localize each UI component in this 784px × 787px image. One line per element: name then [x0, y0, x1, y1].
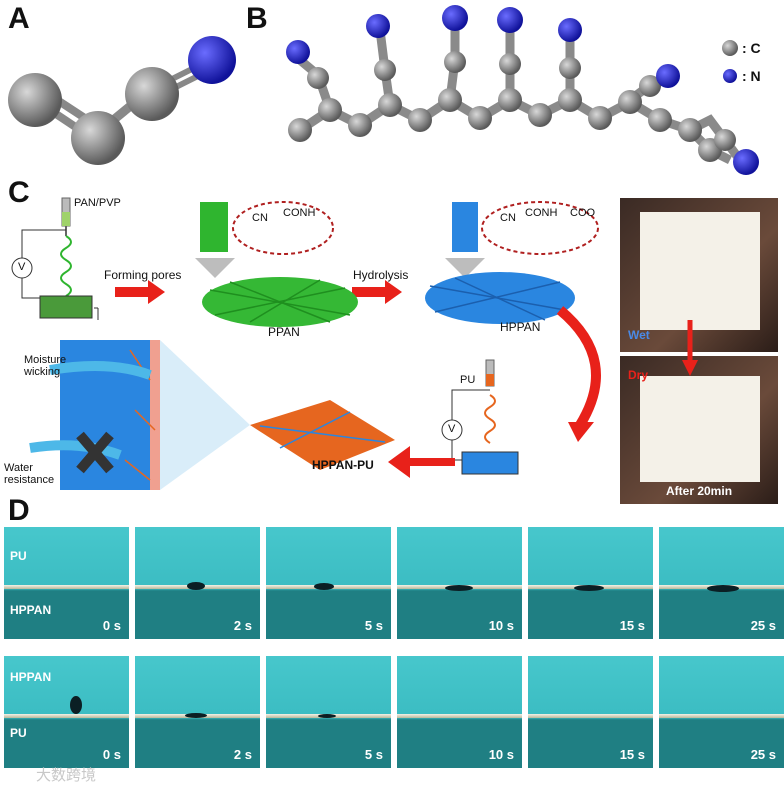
legend-carbon: : C — [742, 40, 761, 56]
membrane-line — [659, 714, 784, 718]
pu-label: PU — [460, 374, 475, 386]
droplet-frame: 15 s — [528, 656, 653, 768]
water-droplet — [187, 582, 205, 590]
hppan-label: HPPAN — [500, 320, 540, 334]
time-label: 5 s — [365, 747, 383, 762]
nitrogen-atom — [188, 36, 236, 84]
time-label: 5 s — [365, 618, 383, 633]
water-resistance-label: Water resistance — [4, 462, 54, 486]
droplet-frame: 5 s — [266, 527, 391, 639]
water-droplet — [707, 585, 739, 592]
water-droplet — [185, 713, 207, 718]
conh2-label: CONH — [525, 207, 557, 219]
droplet-frame: 5 s — [266, 656, 391, 768]
cn-label: CN — [500, 212, 516, 224]
legend-nitrogen: : N — [742, 68, 761, 84]
coo-label: COO — [570, 207, 595, 219]
carbon-atom — [8, 73, 62, 127]
membrane-line — [528, 714, 653, 718]
droplet-frame: 10 s — [397, 656, 522, 768]
hppan-pu-label: HPPAN-PU — [312, 458, 374, 472]
droplet-frame: 0 s PU HPPAN — [4, 527, 129, 639]
hydrolysis-label: Hydrolysis — [353, 268, 408, 282]
water-droplet — [70, 696, 82, 714]
top-layer-label: HPPAN — [10, 670, 51, 684]
droplet-frame: 25 s — [659, 527, 784, 639]
ppan-label: PPAN — [268, 325, 300, 339]
water-droplet — [314, 583, 334, 590]
carbon-atom — [125, 67, 179, 121]
watermark: 大数跨境 — [36, 764, 96, 785]
voltage-label: V — [448, 423, 455, 435]
membrane-line — [397, 714, 522, 718]
dry-label: Dry — [628, 368, 648, 382]
membrane-line — [4, 714, 129, 718]
moisture-wicking-label: Moisture wicking — [24, 354, 66, 378]
acrylonitrile-model — [0, 30, 250, 180]
voltage-label: V — [18, 261, 25, 273]
cn-label: CN — [252, 212, 268, 224]
time-label: 2 s — [234, 618, 252, 633]
time-label: 2 s — [234, 747, 252, 762]
fabrication-schematic — [0, 190, 615, 505]
droplet-frame: 10 s — [397, 527, 522, 639]
bottom-layer-label: PU — [10, 726, 27, 740]
water-droplet — [445, 585, 473, 591]
water-droplet — [574, 585, 604, 591]
droplet-frame: 25 s — [659, 656, 784, 768]
bottom-layer-label: HPPAN — [10, 603, 51, 617]
pan-pvp-label: PAN/PVP — [74, 197, 121, 209]
time-label: 25 s — [751, 747, 776, 762]
droplet-frame: 2 s — [135, 656, 260, 768]
water-droplet — [318, 714, 336, 718]
time-label: 0 s — [103, 618, 121, 633]
polyacrylonitrile-chain-model — [270, 0, 784, 190]
time-label: 0 s — [103, 747, 121, 762]
time-label: 15 s — [620, 618, 645, 633]
time-label: 10 s — [489, 618, 514, 633]
conh2-label: CONH — [283, 207, 315, 219]
forming-pores-label: Forming pores — [104, 268, 181, 282]
down-arrow-icon — [680, 320, 700, 380]
top-layer-label: PU — [10, 549, 27, 563]
time-label: 10 s — [489, 747, 514, 762]
time-label: 15 s — [620, 747, 645, 762]
membrane-line — [4, 585, 129, 589]
after-20min-label: After 20min — [666, 484, 732, 498]
droplet-frame: 2 s — [135, 527, 260, 639]
droplet-frame: 0 s HPPAN PU — [4, 656, 129, 768]
wet-label: Wet — [628, 328, 650, 342]
droplet-frame: 15 s — [528, 527, 653, 639]
carbon-atom — [71, 111, 125, 165]
time-label: 25 s — [751, 618, 776, 633]
